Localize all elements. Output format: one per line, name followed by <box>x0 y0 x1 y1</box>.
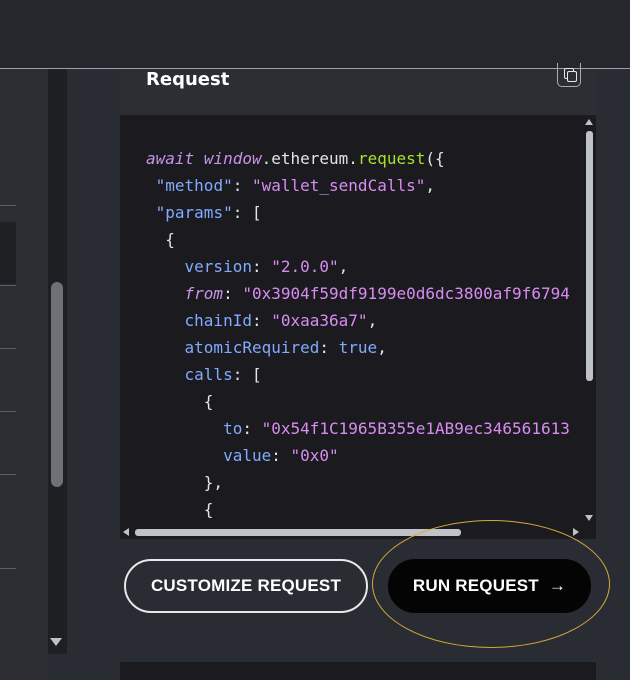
request-title: Request <box>146 69 230 90</box>
scroll-left-arrow-icon[interactable] <box>123 528 129 536</box>
scroll-up-arrow-icon[interactable] <box>585 119 593 125</box>
code-block[interactable]: await window.ethereum.request({ "method"… <box>120 115 596 539</box>
top-divider <box>0 68 630 69</box>
code-line: atomicRequired: true, <box>184 338 387 357</box>
left-nav-divider <box>0 474 16 475</box>
code-vertical-scrollbar-thumb[interactable] <box>586 131 593 381</box>
left-nav-divider <box>0 411 16 412</box>
scroll-right-arrow-icon[interactable] <box>573 528 579 536</box>
left-nav-divider <box>0 568 16 569</box>
customize-request-button[interactable]: CUSTOMIZE REQUEST <box>124 559 368 613</box>
scroll-down-arrow-icon[interactable] <box>50 638 62 646</box>
copy-icon[interactable] <box>557 63 581 87</box>
customize-request-label: CUSTOMIZE REQUEST <box>150 576 342 595</box>
top-bar <box>0 0 630 68</box>
code-line: calls: [ <box>184 365 262 384</box>
scroll-down-arrow-icon[interactable] <box>585 515 593 521</box>
left-nav-selected-item[interactable] <box>0 222 16 284</box>
code-line: { <box>146 392 214 411</box>
code-line: chainId: "0xaa36a7", <box>184 311 378 330</box>
code-line: "params": [ <box>155 203 262 222</box>
code-line: value: "0x0" <box>223 446 339 465</box>
code-content: await window.ethereum.request({ "method"… <box>146 145 570 523</box>
next-panel <box>120 662 596 680</box>
left-nav-divider <box>0 348 16 349</box>
code-line: await window.ethereum.request({ <box>146 149 445 168</box>
highlight-ring <box>372 520 610 648</box>
code-horizontal-scrollbar-thumb[interactable] <box>135 529 461 536</box>
left-nav-panel <box>0 69 48 680</box>
code-line: version: "2.0.0", <box>184 257 349 276</box>
code-line: to: "0x54f1C1965B355e1AB9ec346561613 <box>223 419 570 438</box>
code-line: { <box>146 230 175 249</box>
code-line: }, <box>146 473 224 492</box>
page-scrollbar-thumb[interactable] <box>51 282 63 487</box>
code-line: from: "0x3904f59df9199e0d6dc3800af9f6794 <box>184 284 570 303</box>
left-nav-divider <box>0 205 16 206</box>
code-line: "method": "wallet_sendCalls", <box>155 176 435 195</box>
left-nav-divider <box>0 285 16 286</box>
code-line: { <box>146 500 214 519</box>
